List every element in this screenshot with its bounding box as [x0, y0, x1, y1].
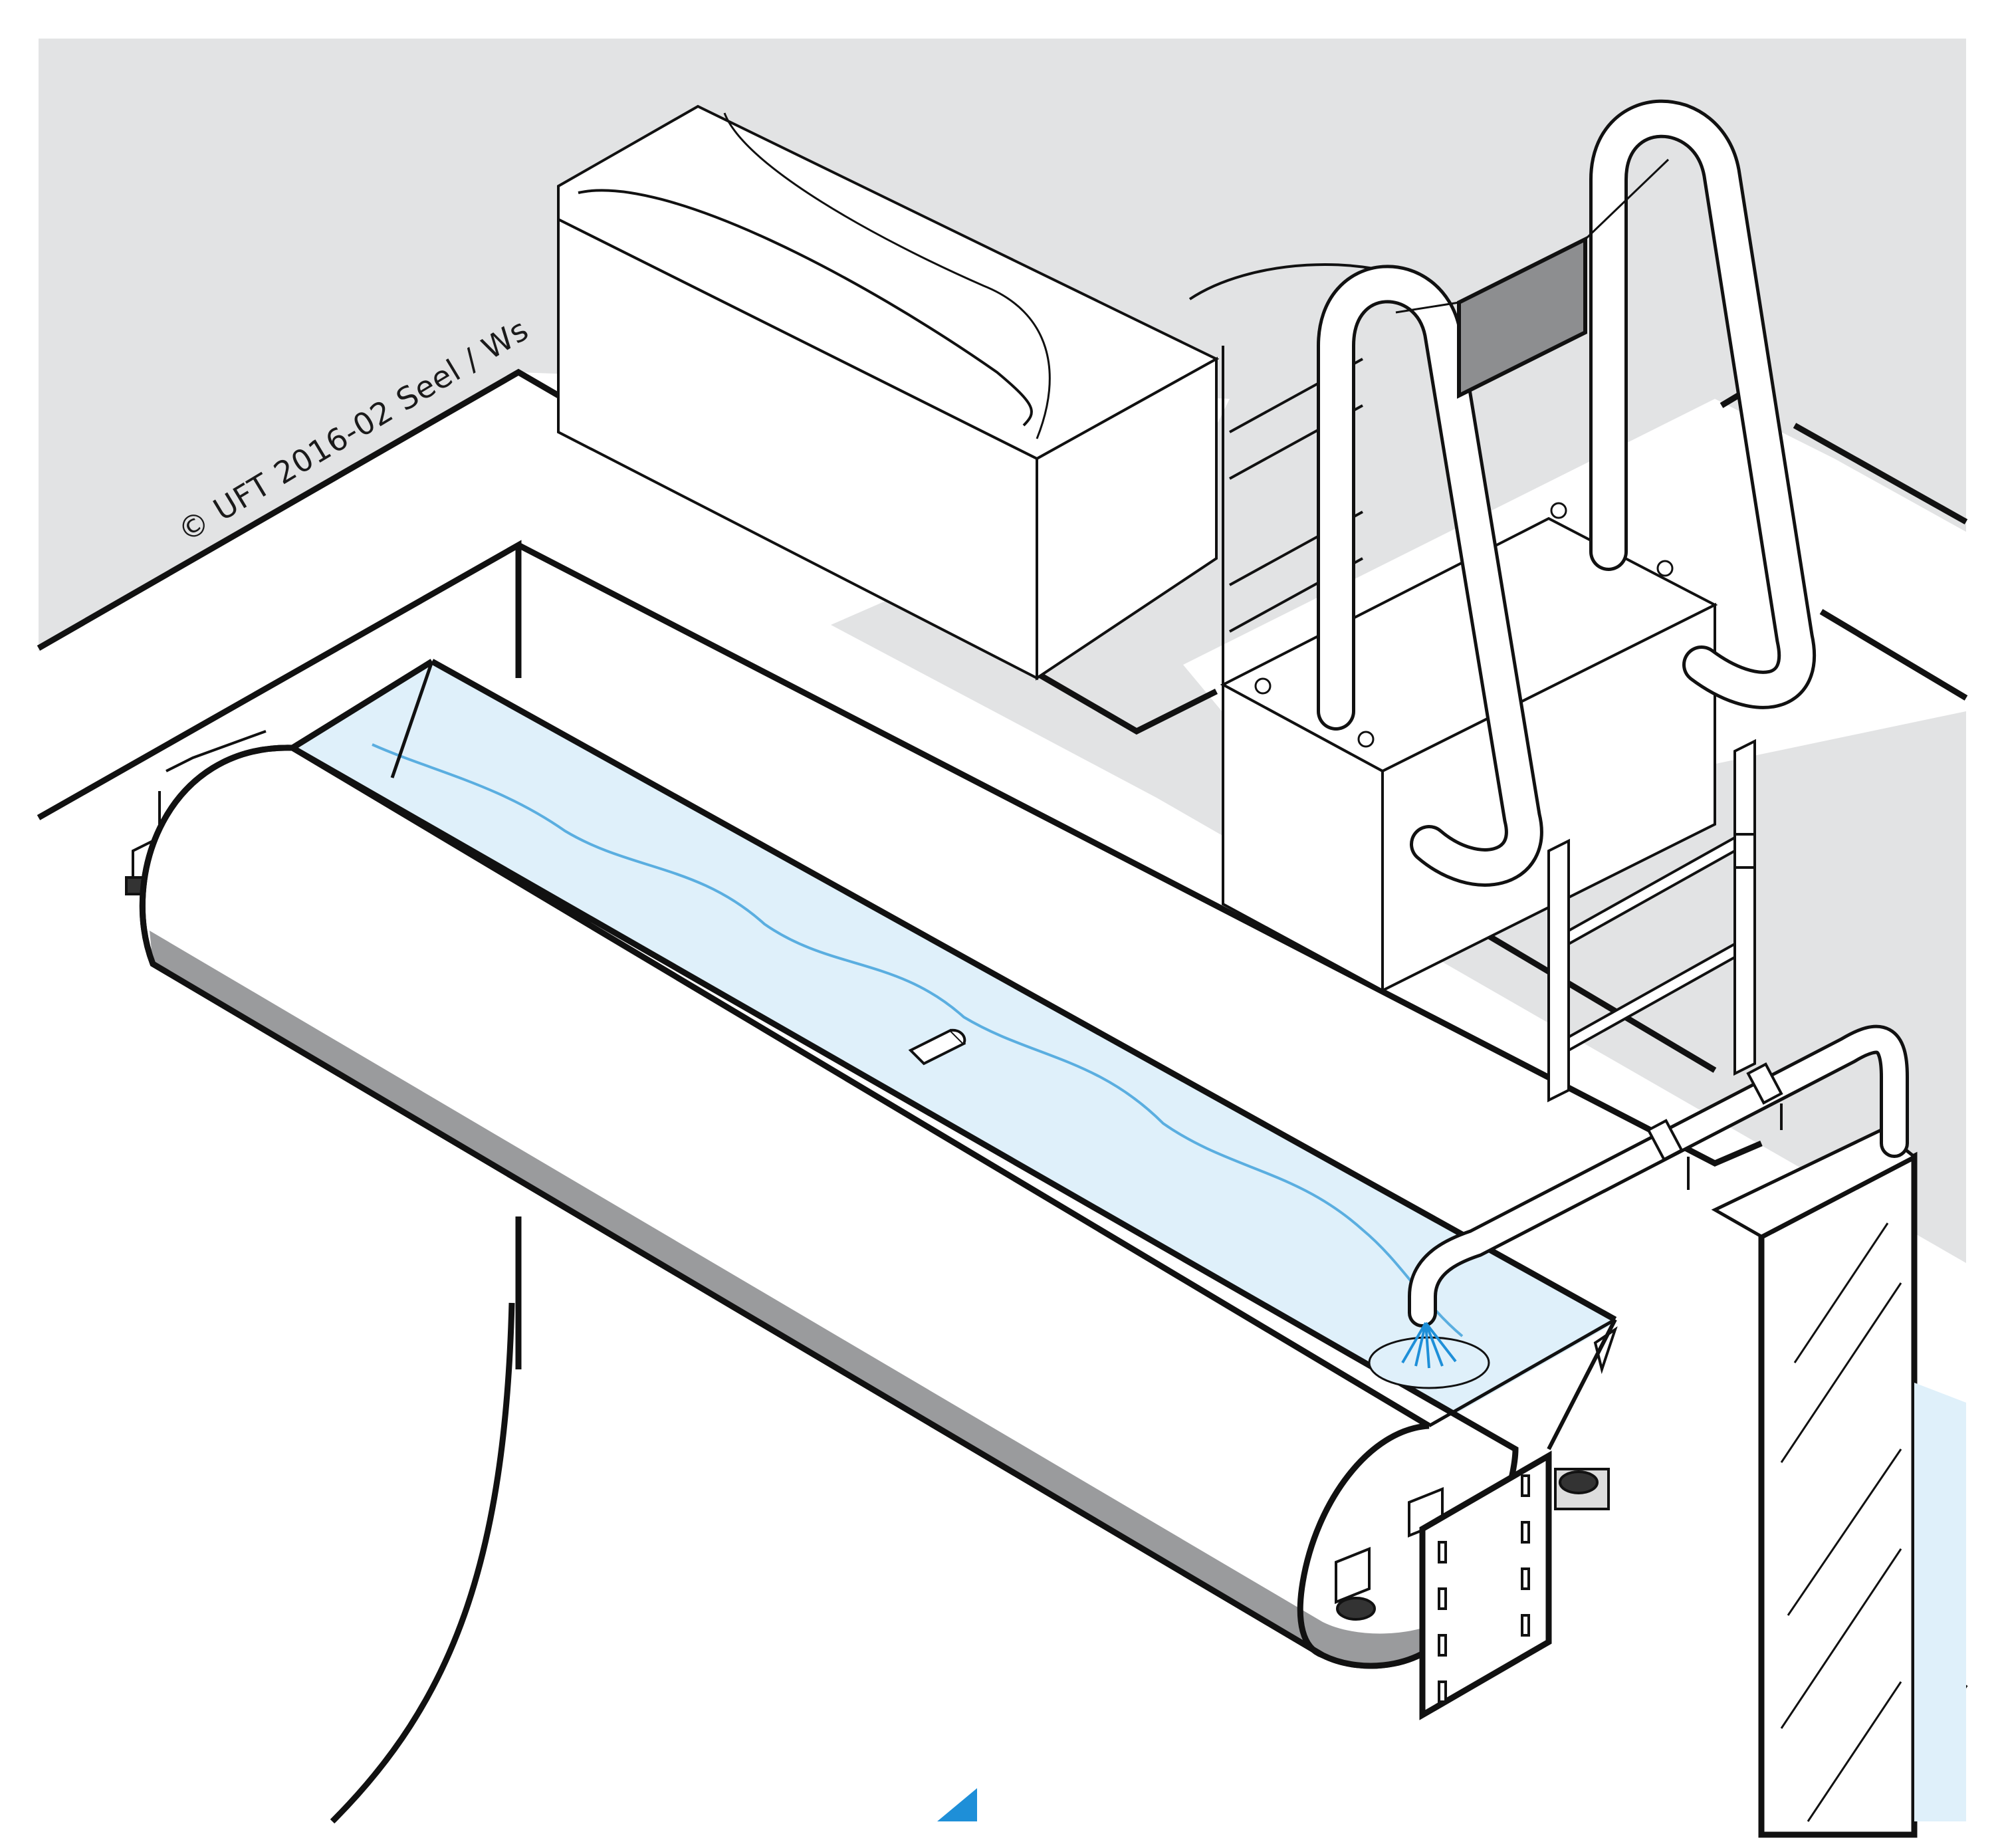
- motor-mount: [1335, 1318, 1618, 1621]
- mounting-plate: [1419, 1450, 1552, 1720]
- bolt-heads: [1254, 502, 1674, 748]
- channel-crossbar: [908, 1028, 966, 1066]
- glass-post: [1711, 1128, 1918, 1838]
- rotation-icon: [937, 1788, 977, 1821]
- wall-ladder: [1547, 739, 1756, 1103]
- pool-water-right: [1914, 1383, 1966, 1821]
- roller-drum: [139, 659, 1617, 1669]
- pipe-clamps: [1646, 1062, 1783, 1190]
- ladder-handrails: [1317, 99, 1817, 887]
- spray-nozzle: [1368, 1322, 1490, 1389]
- ladder-sign: [1395, 158, 1670, 399]
- spa-tub: [557, 104, 1220, 681]
